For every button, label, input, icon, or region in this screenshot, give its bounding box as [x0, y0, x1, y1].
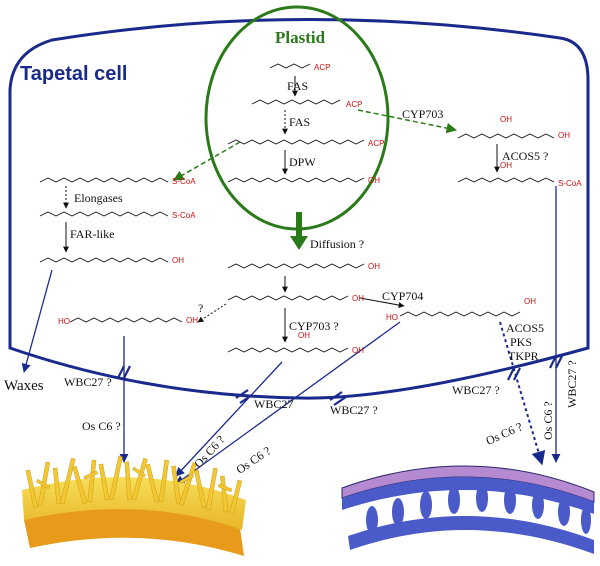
scoa-label-2: S-CoA [172, 211, 196, 220]
oh-cyp703-mid2-label: OH [352, 346, 364, 355]
tapetal-cell-label: Tapetal cell [20, 63, 128, 85]
acp-label-3: ACP [368, 139, 385, 148]
dpw-label: DPW [289, 155, 316, 169]
oh-cyp703-mid-label: OH [298, 331, 310, 340]
exine-bottom-band [348, 515, 594, 554]
elongase-export-arrow [173, 141, 241, 181]
cuticle-layer [22, 477, 246, 530]
fas-label-2: FAS [289, 115, 311, 129]
cyp703-mid-label: CYP703 ? [289, 319, 339, 333]
scoa-label-1: S-CoA [172, 177, 196, 186]
cuticle-base [24, 506, 244, 556]
wbc27-mid2-label: WBC27 ? [330, 403, 378, 417]
question-arrow [197, 303, 227, 323]
cyp703-chain-2 [457, 177, 555, 183]
elongases-label: Elongases [74, 191, 123, 205]
mid1-transport-arrow [175, 361, 283, 477]
wbc27-right-vert-label: WBC27 ? [565, 360, 579, 408]
oh-acos-label: OH [500, 161, 512, 170]
elongase-chain-1 [39, 177, 169, 183]
acos5-label: ACOS5 [506, 321, 545, 335]
dpw-alcohol-chain [227, 177, 365, 183]
question-label: ? [198, 301, 204, 315]
far-like-label: FAR-like [70, 227, 115, 241]
wbc27-mid1-label: WBC27 [254, 397, 294, 411]
mid2-transport-arrow [175, 321, 401, 485]
wbc27-transporter-right [507, 367, 521, 381]
exine-top-band [342, 476, 594, 514]
diffusion-chain [227, 263, 365, 269]
elongase-chain-2 [39, 211, 169, 217]
oh-cyp703-2-label: OH [558, 131, 570, 140]
cyp704-arrow [359, 297, 405, 308]
ho-cyp704-label: HO [386, 313, 398, 322]
pollen-exine [341, 465, 595, 554]
pks-label: PKS [510, 335, 533, 349]
wbc27-transporter-mid1 [235, 389, 253, 404]
oh-left-label: OH [186, 316, 198, 325]
acp-label-2: ACP [346, 100, 363, 109]
wbc27-right-label: WBC27 ? [452, 383, 500, 397]
scoa-label-3: S-CoA [558, 179, 582, 188]
fas-label-1: FAS [287, 79, 309, 93]
osc6-left-label: Os C6 ? [82, 419, 121, 433]
chem-chains [39, 63, 555, 353]
tapetal-cell-membrane [8, 17, 590, 400]
tkpr-label: TKPR [508, 349, 539, 363]
diffusion-label: Diffusion ? [310, 237, 365, 251]
waxes-arrow [21, 269, 53, 373]
acyl-acp-chain-1 [251, 99, 341, 105]
cyp703-export-arrow [357, 109, 458, 134]
oh-far-label: OH [172, 256, 184, 265]
oh-cyp703-1-label: OH [500, 115, 512, 124]
cyp704-chain [399, 311, 521, 317]
dicarboxylic-chain [69, 317, 183, 323]
oh-acid-label: OH [352, 294, 364, 303]
wbc27-transporter-mid2 [329, 391, 347, 406]
plastid-label: Plastid [275, 28, 326, 47]
oh-diffusion-label: OH [368, 262, 380, 271]
cyp703-top-label: CYP703 [402, 107, 444, 121]
acp-label-1: ACP [314, 63, 331, 72]
acos5-question-label: ACOS5 ? [502, 149, 549, 163]
ho-left-label: HO [58, 317, 70, 326]
diffusion-arrow [290, 212, 308, 250]
right-dashed-transport-arrow [499, 321, 546, 466]
anther-cuticle [22, 455, 246, 556]
hydroxy-fatty-acid-chain [227, 347, 349, 353]
fatty-acid-chain [227, 295, 349, 301]
wbc27-left-label: WBC27 ? [64, 375, 112, 389]
cyp703-chain-1 [457, 133, 555, 139]
malonyl-acp-chain [269, 63, 311, 69]
far-chain [39, 257, 169, 263]
wbc27-transporter-right-vert [549, 355, 563, 369]
osc6-right-vert-label: Os C6 ? [541, 401, 555, 440]
oh-dpw-label: OH [368, 176, 380, 185]
waxes-label: Waxes [4, 378, 44, 394]
acyl-acp-chain-2 [227, 139, 365, 145]
wbc27-transporter-left [117, 365, 131, 379]
oh-cyp704-label: OH [524, 297, 536, 306]
cyp704-label: CYP704 [382, 289, 424, 303]
